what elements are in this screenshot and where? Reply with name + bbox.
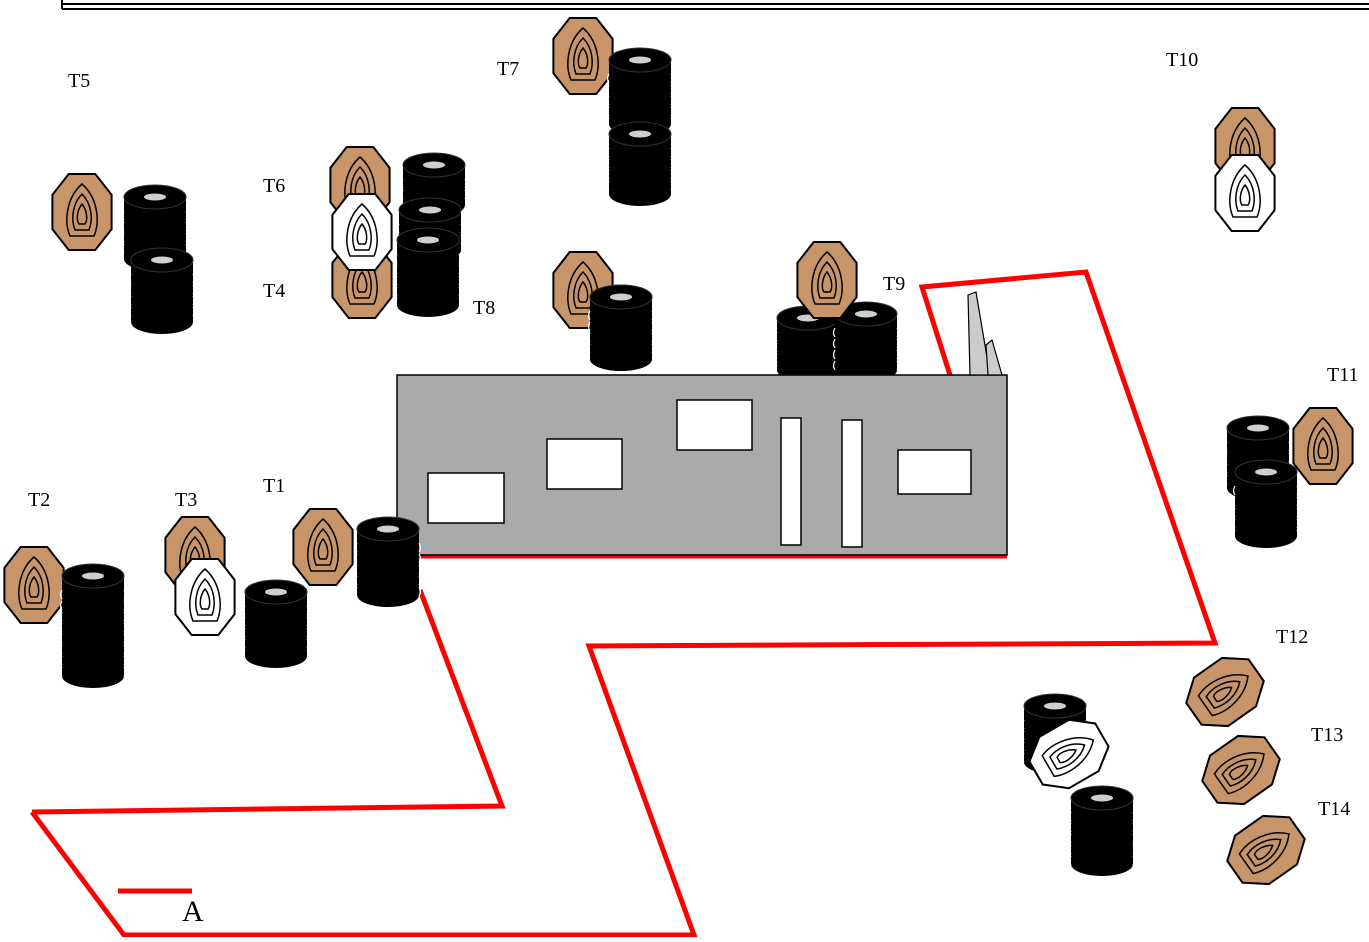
barrel-stack-t7-bottom — [606, 121, 674, 206]
label-t9: T9 — [883, 273, 906, 295]
label-t3: T3 — [175, 489, 198, 511]
label-t6: T6 — [263, 175, 286, 197]
course-path-left — [31, 589, 506, 815]
label-t13: T13 — [1311, 724, 1344, 746]
target-t1 — [292, 508, 354, 586]
top-border — [61, 0, 1369, 10]
target-t2 — [3, 546, 65, 624]
target-t13 — [1201, 734, 1281, 806]
target-t7 — [552, 17, 614, 95]
label-t12: T12 — [1276, 626, 1309, 648]
label-t2: T2 — [28, 489, 51, 511]
target-t11 — [1292, 407, 1354, 485]
course-path-main — [29, 269, 1219, 938]
barrel-stack-t7-top — [606, 47, 674, 136]
building-window — [897, 449, 972, 495]
target-t5 — [51, 173, 113, 251]
label-start-a: A — [182, 895, 204, 928]
label-t7: T7 — [497, 58, 520, 80]
barrel-stack-t11-bottom — [1232, 459, 1300, 548]
barrel-stack-t9-left — [774, 305, 842, 382]
target-t9 — [796, 241, 858, 319]
building — [396, 374, 1008, 556]
building-door — [780, 417, 802, 546]
barrel-stack-t12-bottom — [1068, 785, 1136, 876]
target-t6-white — [331, 193, 393, 271]
label-t8: T8 — [473, 297, 496, 319]
target-t12-white — [1028, 718, 1110, 790]
target-t12 — [1185, 656, 1265, 728]
building-window — [546, 438, 623, 490]
label-t5: T5 — [68, 70, 91, 92]
barrel-stack-t8-front — [587, 284, 655, 371]
barrel-stack-t2 — [59, 563, 127, 688]
barrel-stack-t3 — [242, 579, 310, 668]
label-t10: T10 — [1166, 49, 1199, 71]
label-t1: T1 — [263, 475, 286, 497]
building-window — [676, 399, 753, 451]
label-t4: T4 — [263, 280, 286, 302]
panel-t9-small — [985, 338, 1003, 376]
target-t10-white — [1214, 154, 1276, 232]
label-t14: T14 — [1318, 798, 1351, 820]
building-window — [427, 472, 505, 524]
barrel-stack-t5-bottom — [128, 247, 196, 334]
building-door — [841, 419, 863, 548]
target-t14 — [1226, 814, 1306, 886]
barrel-stack-t4 — [394, 227, 462, 317]
barrel-stack-t1 — [354, 516, 422, 607]
target-t3-white — [174, 558, 236, 636]
label-t11: T11 — [1327, 364, 1359, 386]
barrel-stack-t9-right — [832, 301, 900, 382]
